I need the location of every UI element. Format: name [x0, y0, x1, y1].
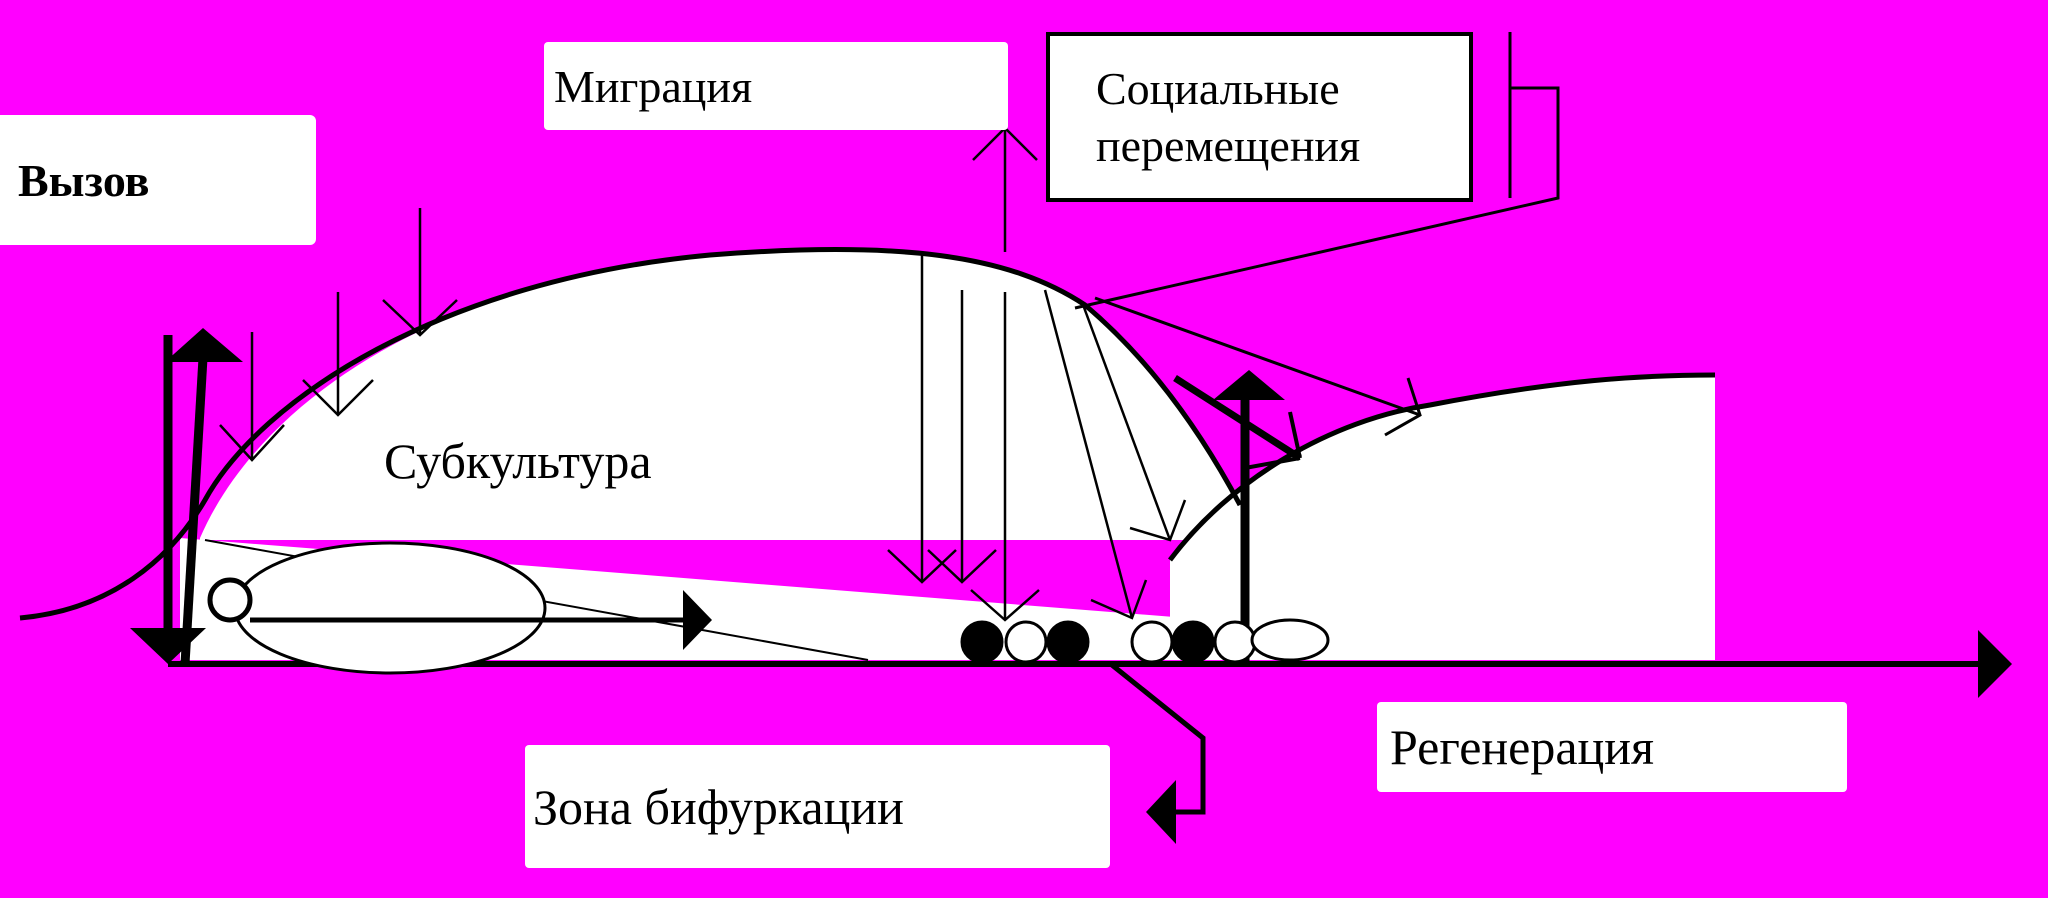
subculture-label: Субкультура — [384, 433, 652, 489]
social-displacement-label: Социальные перемещения — [1046, 32, 1473, 202]
descent-arrows — [887, 255, 1187, 622]
bifurcation-zone-label: Зона бифуркации — [525, 745, 1110, 868]
social-label-line2: перемещения — [1096, 120, 1361, 171]
regeneration-arrows — [1173, 375, 1302, 664]
migration-label: Миграция — [544, 42, 1008, 130]
initial-forward-arrowhead — [683, 590, 712, 650]
migration-up-arrow — [972, 126, 1038, 252]
social-connector — [1074, 32, 1560, 437]
bifurcation-exit-arrow — [1110, 663, 1206, 815]
ball-hollow — [1213, 620, 1257, 664]
bifurcation-exit-arrowhead — [1146, 780, 1176, 844]
social-label-line1: Социальные — [1096, 62, 1340, 114]
regeneration-label: Регенерация — [1377, 702, 1847, 792]
ball-oval — [1250, 618, 1330, 662]
regeneration-hill — [1170, 375, 1715, 660]
initial-group-ellipse — [233, 541, 547, 675]
challenge-pressure-arrows — [219, 208, 458, 462]
challenge-up-arrowhead — [165, 328, 243, 362]
challenge-label: Вызов — [0, 115, 316, 245]
ball-hollow — [1004, 620, 1048, 664]
ball-filled — [960, 620, 1004, 664]
ball-filled — [1046, 620, 1090, 664]
ball-hollow — [1130, 620, 1174, 664]
regeneration-up-arrowhead — [1213, 370, 1285, 400]
subculture-dome — [200, 249, 1245, 540]
subculture-dome-outline — [19, 246, 1243, 621]
time-axis-arrowhead — [1978, 630, 2012, 698]
regeneration-hill-outline — [1168, 372, 1716, 562]
bifurcation-balls — [960, 618, 1330, 664]
ball-filled — [1171, 620, 1215, 664]
challenge-up-arrow — [180, 357, 208, 665]
initial-ball — [207, 577, 253, 623]
